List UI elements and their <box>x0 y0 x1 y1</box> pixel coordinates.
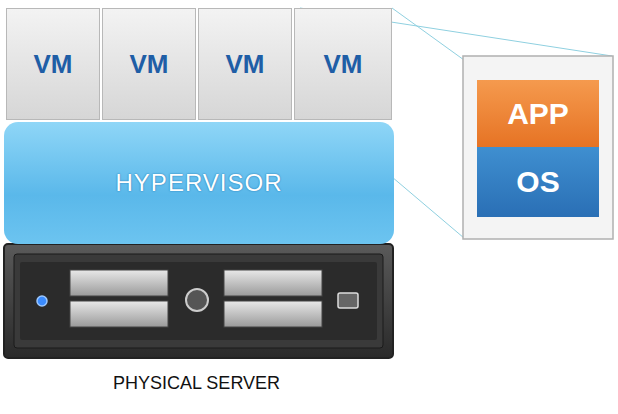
server-label: PHYSICAL SERVER <box>113 373 280 394</box>
zoom-line <box>392 8 464 60</box>
vm-box: VM <box>294 8 392 120</box>
vm-box: VM <box>102 8 196 120</box>
vm-box-label: VM <box>34 49 73 80</box>
detail-frame <box>463 56 613 239</box>
vm-box-label: VM <box>130 49 169 80</box>
os-box: OS <box>477 147 599 217</box>
vm-box: VM <box>6 8 100 120</box>
app-box: APP <box>477 80 599 147</box>
vm-box-label: VM <box>226 49 265 80</box>
server-illustration <box>4 244 393 358</box>
hypervisor-band-label: HYPERVISOR <box>116 169 283 197</box>
os-box-label: OS <box>516 165 559 199</box>
app-box-label: APP <box>507 97 569 131</box>
vm-box-label: VM <box>324 49 363 80</box>
hypervisor-band: HYPERVISOR <box>4 122 394 244</box>
vm-box: VM <box>198 8 292 120</box>
